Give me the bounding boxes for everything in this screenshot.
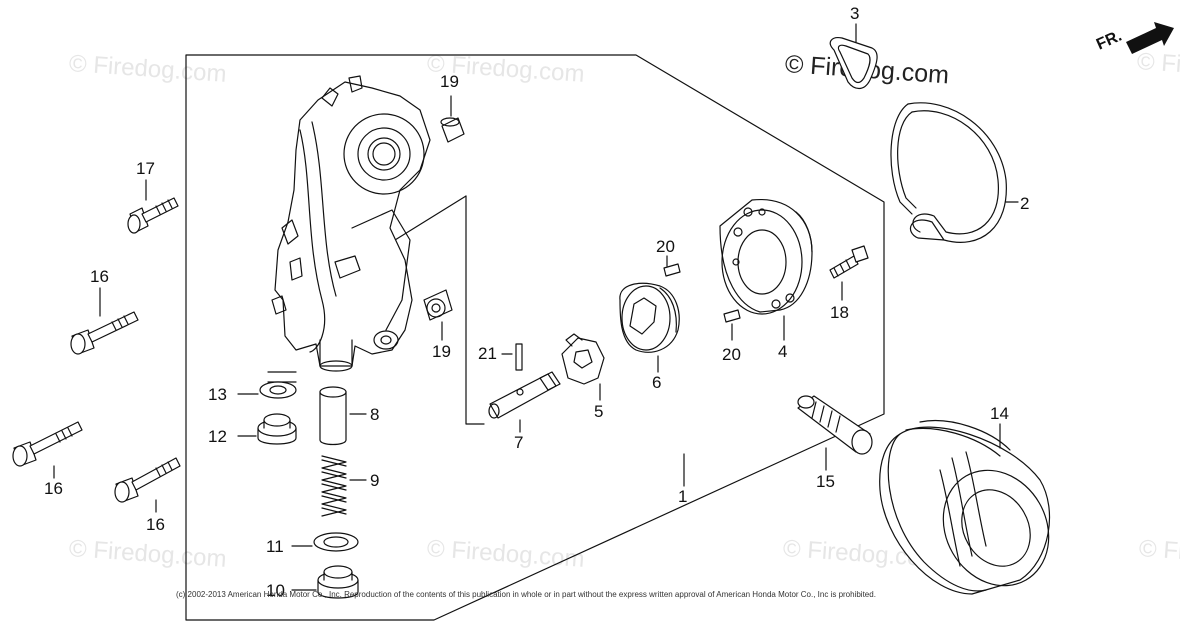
gasket-3 bbox=[829, 37, 878, 90]
oil-filter-14 bbox=[879, 420, 1051, 595]
callout-5: 5 bbox=[594, 402, 604, 421]
callout-16-b: 16 bbox=[44, 479, 63, 498]
callout-15: 15 bbox=[816, 472, 835, 491]
callout-1: 1 bbox=[678, 487, 688, 506]
relief-piston-8 bbox=[319, 386, 347, 446]
plug-12 bbox=[257, 413, 297, 445]
callout-4: 4 bbox=[778, 342, 788, 361]
pin-21 bbox=[515, 343, 523, 371]
callout-9: 9 bbox=[370, 471, 380, 490]
bolt-16-c bbox=[114, 457, 181, 503]
callout-19-upper: 19 bbox=[440, 72, 459, 91]
dowel-pin-19-lower bbox=[423, 289, 453, 321]
callout-11: 11 bbox=[266, 537, 284, 556]
callout-18: 18 bbox=[830, 303, 849, 322]
washer-11 bbox=[313, 532, 359, 552]
pump-cover-4 bbox=[719, 198, 813, 315]
callout-8: 8 bbox=[370, 405, 380, 424]
assembly-outline bbox=[185, 54, 885, 621]
inner-rotor-5 bbox=[561, 333, 605, 385]
callout-13: 13 bbox=[208, 385, 227, 404]
inner-bracket bbox=[465, 195, 485, 425]
callout-2: 2 bbox=[1020, 194, 1030, 213]
callout-19-lower: 19 bbox=[432, 342, 451, 361]
oil-pump-body bbox=[271, 75, 431, 372]
spring-9 bbox=[321, 455, 347, 517]
joint-15 bbox=[797, 395, 873, 455]
callout-16-a: 16 bbox=[90, 267, 109, 286]
washer-13 bbox=[259, 381, 297, 399]
dowel-pin-20-b bbox=[723, 309, 741, 323]
callout-16-c: 16 bbox=[146, 515, 165, 534]
callout-21: 21 bbox=[478, 344, 497, 363]
plug-10 bbox=[317, 565, 359, 599]
callout-20-b: 20 bbox=[722, 345, 741, 364]
callout-6: 6 bbox=[652, 373, 662, 392]
bolt-16-a bbox=[70, 311, 139, 355]
callout-10: 10 bbox=[266, 581, 285, 600]
callout-3: 3 bbox=[850, 4, 860, 23]
callout-12: 12 bbox=[208, 427, 227, 446]
shaft-7 bbox=[488, 371, 561, 419]
callout-17: 17 bbox=[136, 159, 155, 178]
callout-20-a: 20 bbox=[656, 237, 675, 256]
gasket-2 bbox=[890, 102, 1007, 243]
inner-bracket-left bbox=[267, 371, 297, 383]
bolt-17 bbox=[127, 197, 179, 234]
callout-14: 14 bbox=[990, 404, 1009, 423]
copyright-notice: (c) 2002-2013 American Honda Motor Co., … bbox=[176, 590, 876, 599]
bolt-16-b bbox=[12, 421, 83, 467]
dowel-pin-19-upper bbox=[440, 117, 465, 143]
bolt-18 bbox=[829, 245, 869, 279]
callout-7: 7 bbox=[514, 433, 524, 452]
dowel-pin-20-a bbox=[663, 263, 681, 277]
inner-bracket-top bbox=[394, 195, 467, 241]
front-arrow-icon bbox=[1126, 22, 1174, 54]
outer-rotor-6 bbox=[619, 282, 680, 353]
